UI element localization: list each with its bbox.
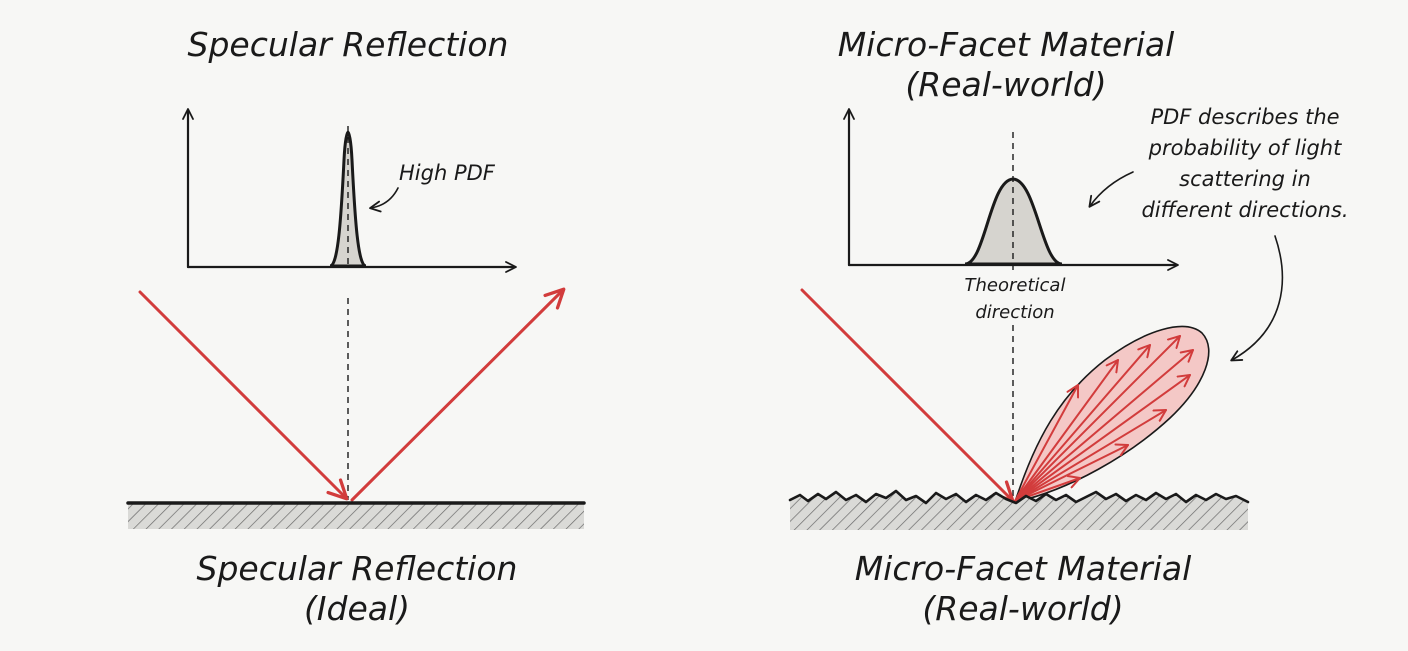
theoretical-label: Theoretical — [965, 275, 1066, 296]
scattering-lobe — [1013, 325, 1210, 504]
left-pdf-chart: High PDF — [182, 108, 517, 273]
annotation-line-2: probability of light — [1148, 136, 1342, 160]
left-panel: Specular Reflection High PDF Specular Re… — [126, 25, 586, 628]
left-incident-ray — [138, 290, 349, 501]
scattered-ray — [1014, 409, 1167, 502]
high-pdf-pointer — [369, 187, 399, 213]
right-bottom-title: Micro-Facet Material — [855, 549, 1192, 588]
left-top-title: Specular Reflection — [188, 25, 509, 64]
right-incident-ray — [800, 288, 1015, 503]
scattered-ray — [1014, 374, 1191, 502]
annotation-arrow-to-chart — [1088, 171, 1134, 208]
left-bottom-title: Specular Reflection — [197, 549, 518, 588]
right-bottom-subtitle: (Real-world) — [922, 589, 1123, 628]
right-top-title: Micro-Facet Material — [838, 25, 1175, 64]
direction-label: direction — [975, 302, 1054, 323]
high-pdf-label: High PDF — [399, 161, 496, 185]
rough-surface — [788, 489, 1250, 505]
scattered-ray — [1014, 384, 1080, 502]
right-top-subtitle: (Real-world) — [905, 65, 1106, 104]
annotation-line-3: scattering in — [1179, 167, 1311, 191]
right-pdf-chart: Theoretical direction — [843, 108, 1179, 323]
scattered-ray — [1014, 335, 1181, 502]
rough-surface-hatch — [790, 491, 1248, 530]
right-panel: Micro-Facet Material (Real-world) Theore… — [788, 25, 1349, 628]
scattered-ray — [1014, 443, 1129, 502]
scattered-ray — [1014, 344, 1151, 502]
pdf-annotation: PDF describes the probability of light s… — [1088, 105, 1349, 362]
scattered-ray — [1014, 359, 1119, 502]
left-reflected-ray — [350, 287, 566, 502]
smooth-surface-hatch — [128, 503, 584, 529]
scattered-rays — [1014, 335, 1194, 502]
left-pdf-peak — [329, 130, 367, 268]
scattered-ray — [1014, 349, 1194, 502]
left-bottom-subtitle: (Ideal) — [304, 589, 410, 628]
annotation-arrow-to-lobe — [1230, 235, 1284, 362]
annotation-line-4: different directions. — [1141, 198, 1348, 222]
annotation-line-1: PDF describes the — [1150, 105, 1339, 129]
